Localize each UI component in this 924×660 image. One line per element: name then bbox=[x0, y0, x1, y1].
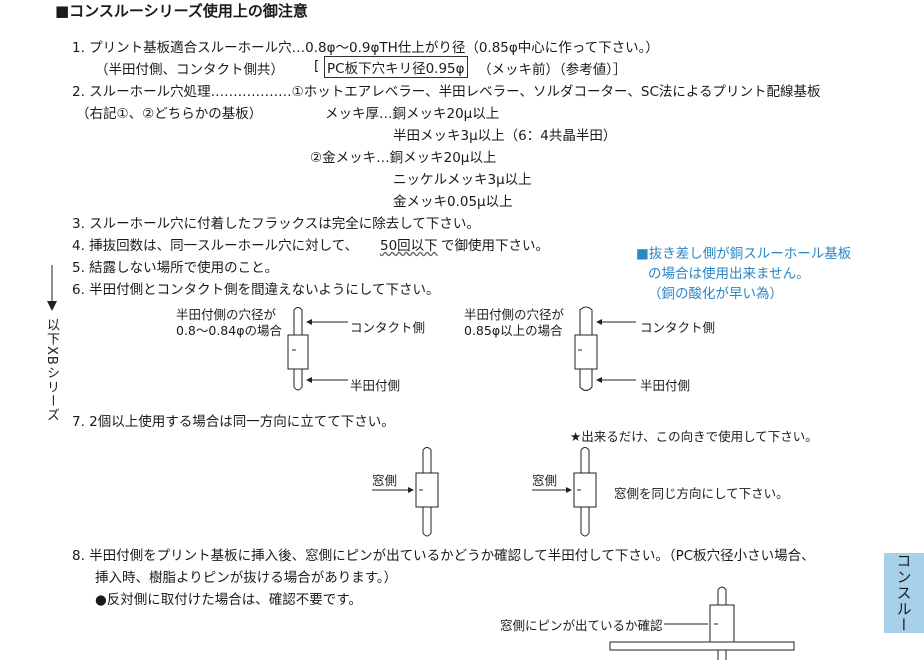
item-2-line-3: 半田メッキ3μ以上（6：4共晶半田） bbox=[393, 128, 617, 144]
fig7-window-b: 窓側 bbox=[532, 473, 558, 488]
fig8-check-label: 窓側にピンが出ているか確認 bbox=[500, 618, 663, 633]
fig6b-solder: 半田付側 bbox=[640, 378, 691, 393]
fig7-star-note: ★出来るだけ、この向きで使用して下さい。 bbox=[570, 429, 818, 444]
fig8-connector-on-board bbox=[609, 586, 795, 660]
side-arrow bbox=[47, 265, 57, 311]
item-3: 3. スルーホール穴に付着したフラックスは完全に除去して下さい。 bbox=[72, 216, 480, 232]
item-1-line-2c: （メッキ前）（参考値）］ bbox=[478, 62, 627, 78]
item-1-line-1: 1. プリント基板適合スルーホール穴…0.8φ〜0.9φTH仕上がり径（0.85… bbox=[72, 40, 659, 56]
item-1-line-2a: （半田付側、コンタクト側共） bbox=[95, 62, 284, 78]
fig6a-caption-1: 半田付側の穴径が bbox=[176, 307, 277, 322]
item-8-line-3: ●反対側に取付けた場合は、確認不要です。 bbox=[95, 592, 362, 608]
page-title: ■コンスルーシリーズ使用上の御注意 bbox=[55, 2, 308, 20]
item-6: 6. 半田付側とコンタクト側を間違えないようにして下さい。 bbox=[72, 282, 440, 298]
item-1-bracket: [ bbox=[314, 58, 320, 74]
item-2-line-5: ニッケルメッキ3μ以上 bbox=[393, 172, 532, 188]
item-4-c: で御使用下さい。 bbox=[441, 238, 549, 254]
section-tab-label: コンスルー bbox=[894, 553, 913, 633]
item-1-drill-size: PC板下穴キリ径0.95φ bbox=[324, 56, 468, 78]
item-2-line-2a: （右記①、②どちらかの基板） bbox=[76, 106, 263, 122]
item-2-line-6: 金メッキ0.05μ以上 bbox=[393, 194, 513, 210]
fig6a-contact: コンタクト側 bbox=[350, 320, 426, 335]
fig7-same-direction: 窓側を同じ方向にして下さい。 bbox=[614, 486, 789, 501]
item-5: 5. 結露しない場所で使用のこと。 bbox=[72, 260, 279, 276]
fig6b-caption-1: 半田付側の穴径が bbox=[464, 307, 565, 322]
fig6a-caption-2: 0.8〜0.84φの場合 bbox=[176, 323, 282, 338]
item-7: 7. 2個以上使用する場合は同一方向に立てて下さい。 bbox=[72, 414, 395, 430]
fig6a-connector-diagram bbox=[287, 307, 348, 391]
fig7-window-a: 窓側 bbox=[372, 473, 398, 488]
blue-note-2: の場合は使用出来ません。 bbox=[648, 266, 810, 282]
fig7-connector-a bbox=[372, 447, 439, 537]
blue-note-3: （銅の酸化が早い為） bbox=[648, 286, 783, 302]
fig6a-solder: 半田付側 bbox=[350, 378, 401, 393]
item-4-a: 4. 挿抜回数は、同一スルーホール穴に対して、 bbox=[72, 238, 359, 254]
item-4-b: 50回以下 bbox=[380, 238, 438, 254]
blue-note-1: ■抜き差し側が銅スルーホール基板 bbox=[636, 246, 852, 262]
fig7-connector-b bbox=[532, 447, 597, 537]
fig6b-contact: コンタクト側 bbox=[640, 320, 716, 335]
fig6b-caption-2: 0.85φ以上の場合 bbox=[464, 323, 563, 338]
item-8-line-1: 8. 半田付側をプリント基板に挿入後、窓側にピンが出ているかどうか確認して半田付… bbox=[72, 548, 815, 564]
side-label: 以下XBシリーズ bbox=[44, 318, 59, 422]
item-2-line-2b: メッキ厚…銅メッキ20μ以上 bbox=[325, 106, 500, 122]
fig6b-connector-diagram bbox=[574, 306, 636, 391]
item-2-line-4: ②金メッキ…銅メッキ20μ以上 bbox=[310, 150, 497, 166]
item-2-line-1: 2. スルーホール穴処理………………①ホットエアレベラー、半田レベラー、ソルダコ… bbox=[72, 84, 821, 100]
item-8-line-2: 挿入時、樹脂よりピンが抜ける場合があります。） bbox=[95, 570, 398, 586]
section-tab[interactable]: コンスルー bbox=[884, 553, 924, 633]
